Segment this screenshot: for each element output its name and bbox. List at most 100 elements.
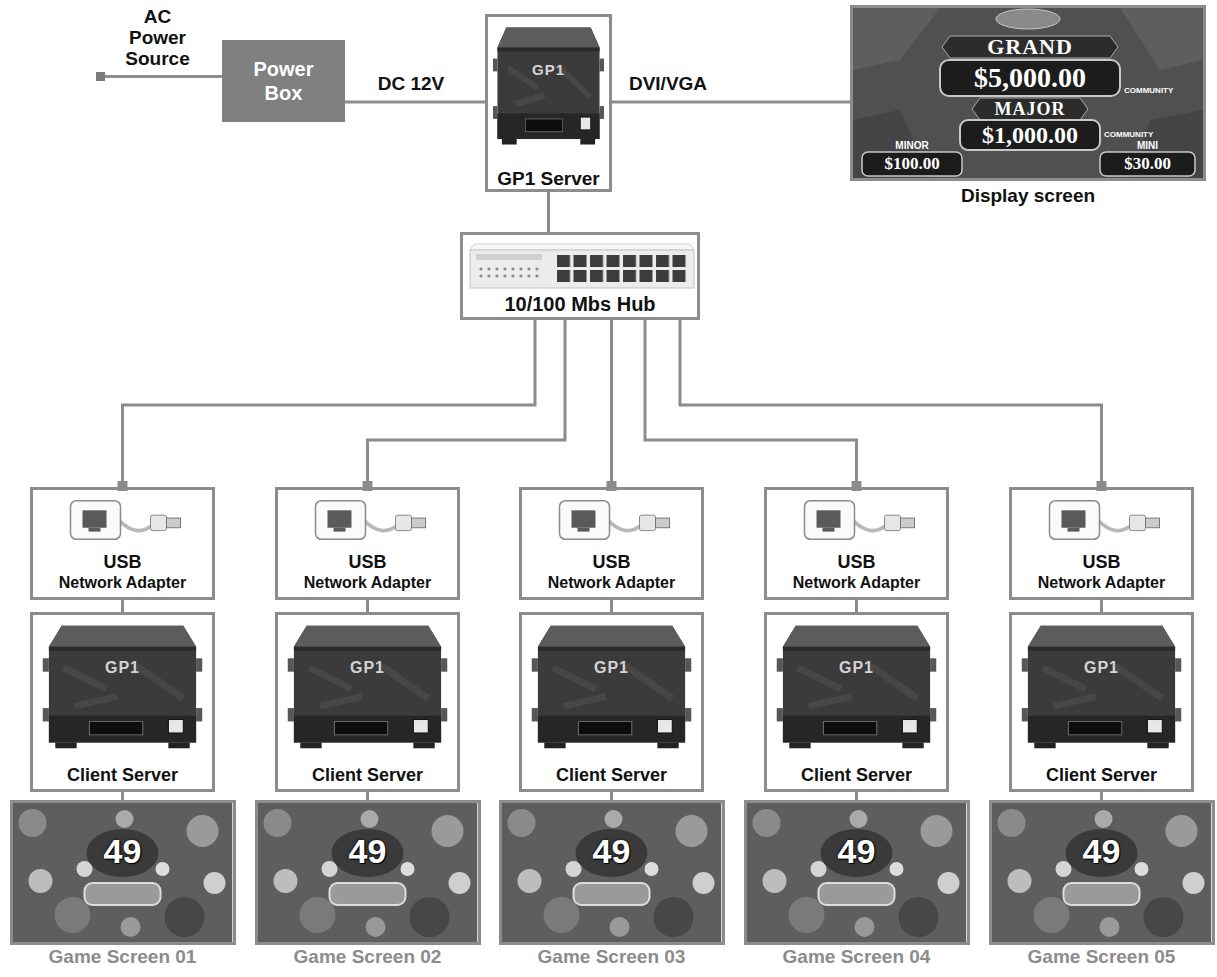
node-label: Game Screen 05	[992, 946, 1212, 968]
connector	[121, 600, 124, 612]
node-label: Client Server	[33, 764, 212, 786]
node-text: $30.00	[1100, 152, 1195, 176]
usb-adapter-picture	[805, 501, 915, 540]
adapter-box: USBNetwork Adapter	[519, 487, 704, 600]
node-label: Game Screen 02	[258, 946, 478, 968]
node-text: USB	[522, 551, 701, 573]
node-label: Network Adapter	[278, 573, 457, 592]
node-label: Game Screen 01	[13, 946, 233, 968]
hub-illustration	[470, 244, 694, 288]
server-device	[493, 27, 604, 144]
usb-adapter-picture	[71, 501, 181, 540]
client-device	[532, 626, 692, 749]
connector	[1100, 600, 1103, 612]
connector	[610, 600, 613, 612]
client-device	[777, 626, 937, 749]
client-device	[288, 626, 448, 749]
connector	[1100, 792, 1103, 800]
game-art	[258, 803, 478, 942]
node-text: 49	[13, 831, 233, 871]
display-screen: GRAND $5,000.00COMMUNITY MAJOR$1,000.00 COM…	[850, 5, 1206, 181]
game-screen: 49Game Screen 04	[744, 800, 970, 945]
node-text: GRAND	[955, 36, 1105, 58]
node-text: GP1	[767, 658, 946, 677]
client-box: GP1Client Server	[519, 612, 704, 792]
node-text: COMMUNITY	[1124, 86, 1174, 96]
game-art	[13, 803, 233, 942]
game-screen: 49Game Screen 03	[499, 800, 725, 945]
node-text: 49	[502, 831, 722, 871]
connector	[345, 101, 485, 104]
connector	[366, 600, 369, 612]
node-text: 49	[992, 831, 1212, 871]
connector	[610, 792, 613, 800]
node-text: GP1	[488, 61, 609, 79]
node-text: USB	[33, 551, 212, 573]
node-label: Client Server	[767, 764, 946, 786]
node-label: Game Screen 03	[502, 946, 722, 968]
node-text: USB	[1012, 551, 1191, 573]
node-label: GP1 Server	[488, 167, 609, 190]
adapter-box: USBNetwork Adapter	[764, 487, 949, 600]
node-text: USB	[767, 551, 946, 573]
node-text: $1,000.00	[960, 120, 1100, 150]
client-box: GP1Client Server	[275, 612, 460, 792]
connector	[547, 192, 550, 232]
node-label: 10/100 Mbs Hub	[463, 292, 697, 316]
client-device	[1022, 626, 1182, 749]
display-art	[853, 8, 1203, 178]
connector	[680, 320, 1102, 487]
node-text: $100.00	[862, 152, 962, 176]
node-text: GP1	[1012, 658, 1191, 677]
node-text: GP1	[278, 658, 457, 677]
game-screen: 49Game Screen 05	[989, 800, 1215, 945]
connector	[123, 320, 536, 487]
client-box: GP1Client Server	[764, 612, 949, 792]
adapter-box: USBNetwork Adapter	[275, 487, 460, 600]
node-text: 49	[747, 831, 967, 871]
connector	[610, 320, 613, 487]
connector	[855, 600, 858, 612]
adapter-box: USBNetwork Adapter	[1009, 487, 1194, 600]
power-box: Power Box	[222, 40, 345, 122]
node-text: COMMUNITY	[1104, 130, 1154, 140]
node-label: Network Adapter	[767, 573, 946, 592]
node-label: Client Server	[1012, 764, 1191, 786]
usb-adapter-picture	[560, 501, 670, 540]
game-art	[502, 803, 722, 942]
game-art	[992, 803, 1212, 942]
node-label: Client Server	[278, 764, 457, 786]
node-label: Power Box	[246, 57, 321, 105]
connector	[368, 320, 566, 487]
node-text: MAJOR	[980, 98, 1080, 120]
connector	[366, 792, 369, 800]
node-label: Game Screen 04	[747, 946, 967, 968]
usb-adapter-picture	[1050, 501, 1160, 540]
node-text: MINI	[1100, 140, 1195, 152]
hub-box: 10/100 Mbs Hub	[460, 232, 700, 320]
node-label: Display screen	[853, 184, 1203, 207]
node-text: 49	[258, 831, 478, 871]
game-screen: 49Game Screen 01	[10, 800, 236, 945]
connector	[855, 792, 858, 800]
adapter-box: USBNetwork Adapter	[30, 487, 215, 600]
game-art	[747, 803, 967, 942]
node-label: Network Adapter	[33, 573, 212, 592]
connector	[121, 792, 124, 800]
game-screen: 49Game Screen 02	[255, 800, 481, 945]
node-text: $5,000.00	[940, 61, 1120, 95]
connector	[612, 101, 850, 104]
node-text: GP1	[522, 658, 701, 677]
server-box: GP1GP1 Server	[485, 14, 612, 192]
power-terminal: AC Power Source	[96, 72, 105, 81]
node-label: AC Power Source	[120, 6, 195, 69]
node-text: GP1	[33, 658, 212, 677]
connector-label: DVI/VGA	[626, 73, 710, 95]
connector	[105, 75, 222, 78]
client-device	[43, 626, 203, 749]
usb-adapter-picture	[316, 501, 426, 540]
connector-label: DC 12V	[375, 73, 448, 95]
client-box: GP1Client Server	[1009, 612, 1194, 792]
node-text: MINOR	[862, 140, 962, 152]
